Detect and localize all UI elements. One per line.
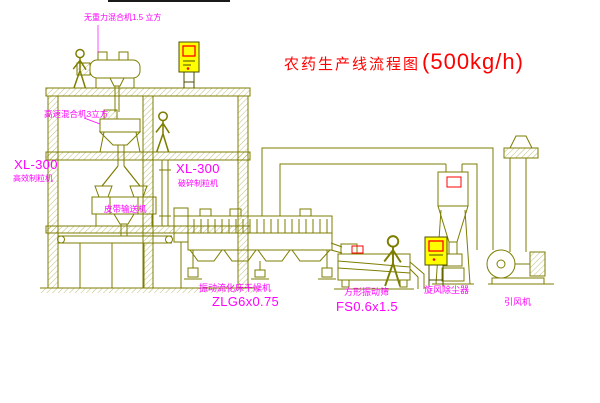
title-capacity: (500kg/h) <box>422 49 524 74</box>
label-granulator-mid-name: 破碎制粒机 <box>178 179 218 188</box>
induced-draft-fan <box>486 249 554 285</box>
high-speed-mixer <box>98 109 142 166</box>
label-high-speed-mixer: 高速混合机3立方 <box>44 109 109 119</box>
granulator-unit <box>91 160 171 236</box>
title-text: 农药生产线流程图 <box>284 56 421 73</box>
exhaust-duct <box>261 147 494 250</box>
label-belt-conveyor: 皮带输送机 <box>104 204 147 214</box>
control-cabinet-top <box>178 41 200 88</box>
diagram-title: 农药生产线流程图 (500kg/h) <box>284 49 524 75</box>
label-cyclone: 旋风除尘器 <box>424 285 470 295</box>
dryer-feed-elevator <box>173 207 189 288</box>
label-granulator-mid-model: XL-300 <box>176 161 220 176</box>
worker-figure <box>155 111 171 153</box>
vibrating-screen <box>330 242 425 290</box>
label-dryer-name: 振动流化床干燥机 <box>199 283 272 293</box>
label-granulator-left-name: 高效制粒机 <box>13 174 53 183</box>
label-gravity-mixer: 无重力混合机1.5 立方 <box>84 13 162 22</box>
gravity-mixer <box>76 51 141 112</box>
label-fan: 引风机 <box>504 297 532 307</box>
label-dryer-model: ZLG6x0.75 <box>212 294 280 309</box>
label-granulator-left-model: XL-300 <box>14 157 58 172</box>
cyclone-tag <box>446 176 462 188</box>
leader-lines <box>83 25 101 125</box>
label-screen-name: 方形振动筛 <box>344 287 390 297</box>
control-cabinet-screen <box>424 236 448 287</box>
worker-figure <box>383 235 402 287</box>
screen-tag <box>351 245 364 254</box>
fluid-bed-dryer <box>184 208 336 280</box>
exhaust-stack <box>503 135 539 252</box>
cyclone-separator <box>432 164 474 285</box>
belt-conveyor <box>57 235 173 288</box>
label-screen-model: FS0.6x1.5 <box>336 299 398 314</box>
